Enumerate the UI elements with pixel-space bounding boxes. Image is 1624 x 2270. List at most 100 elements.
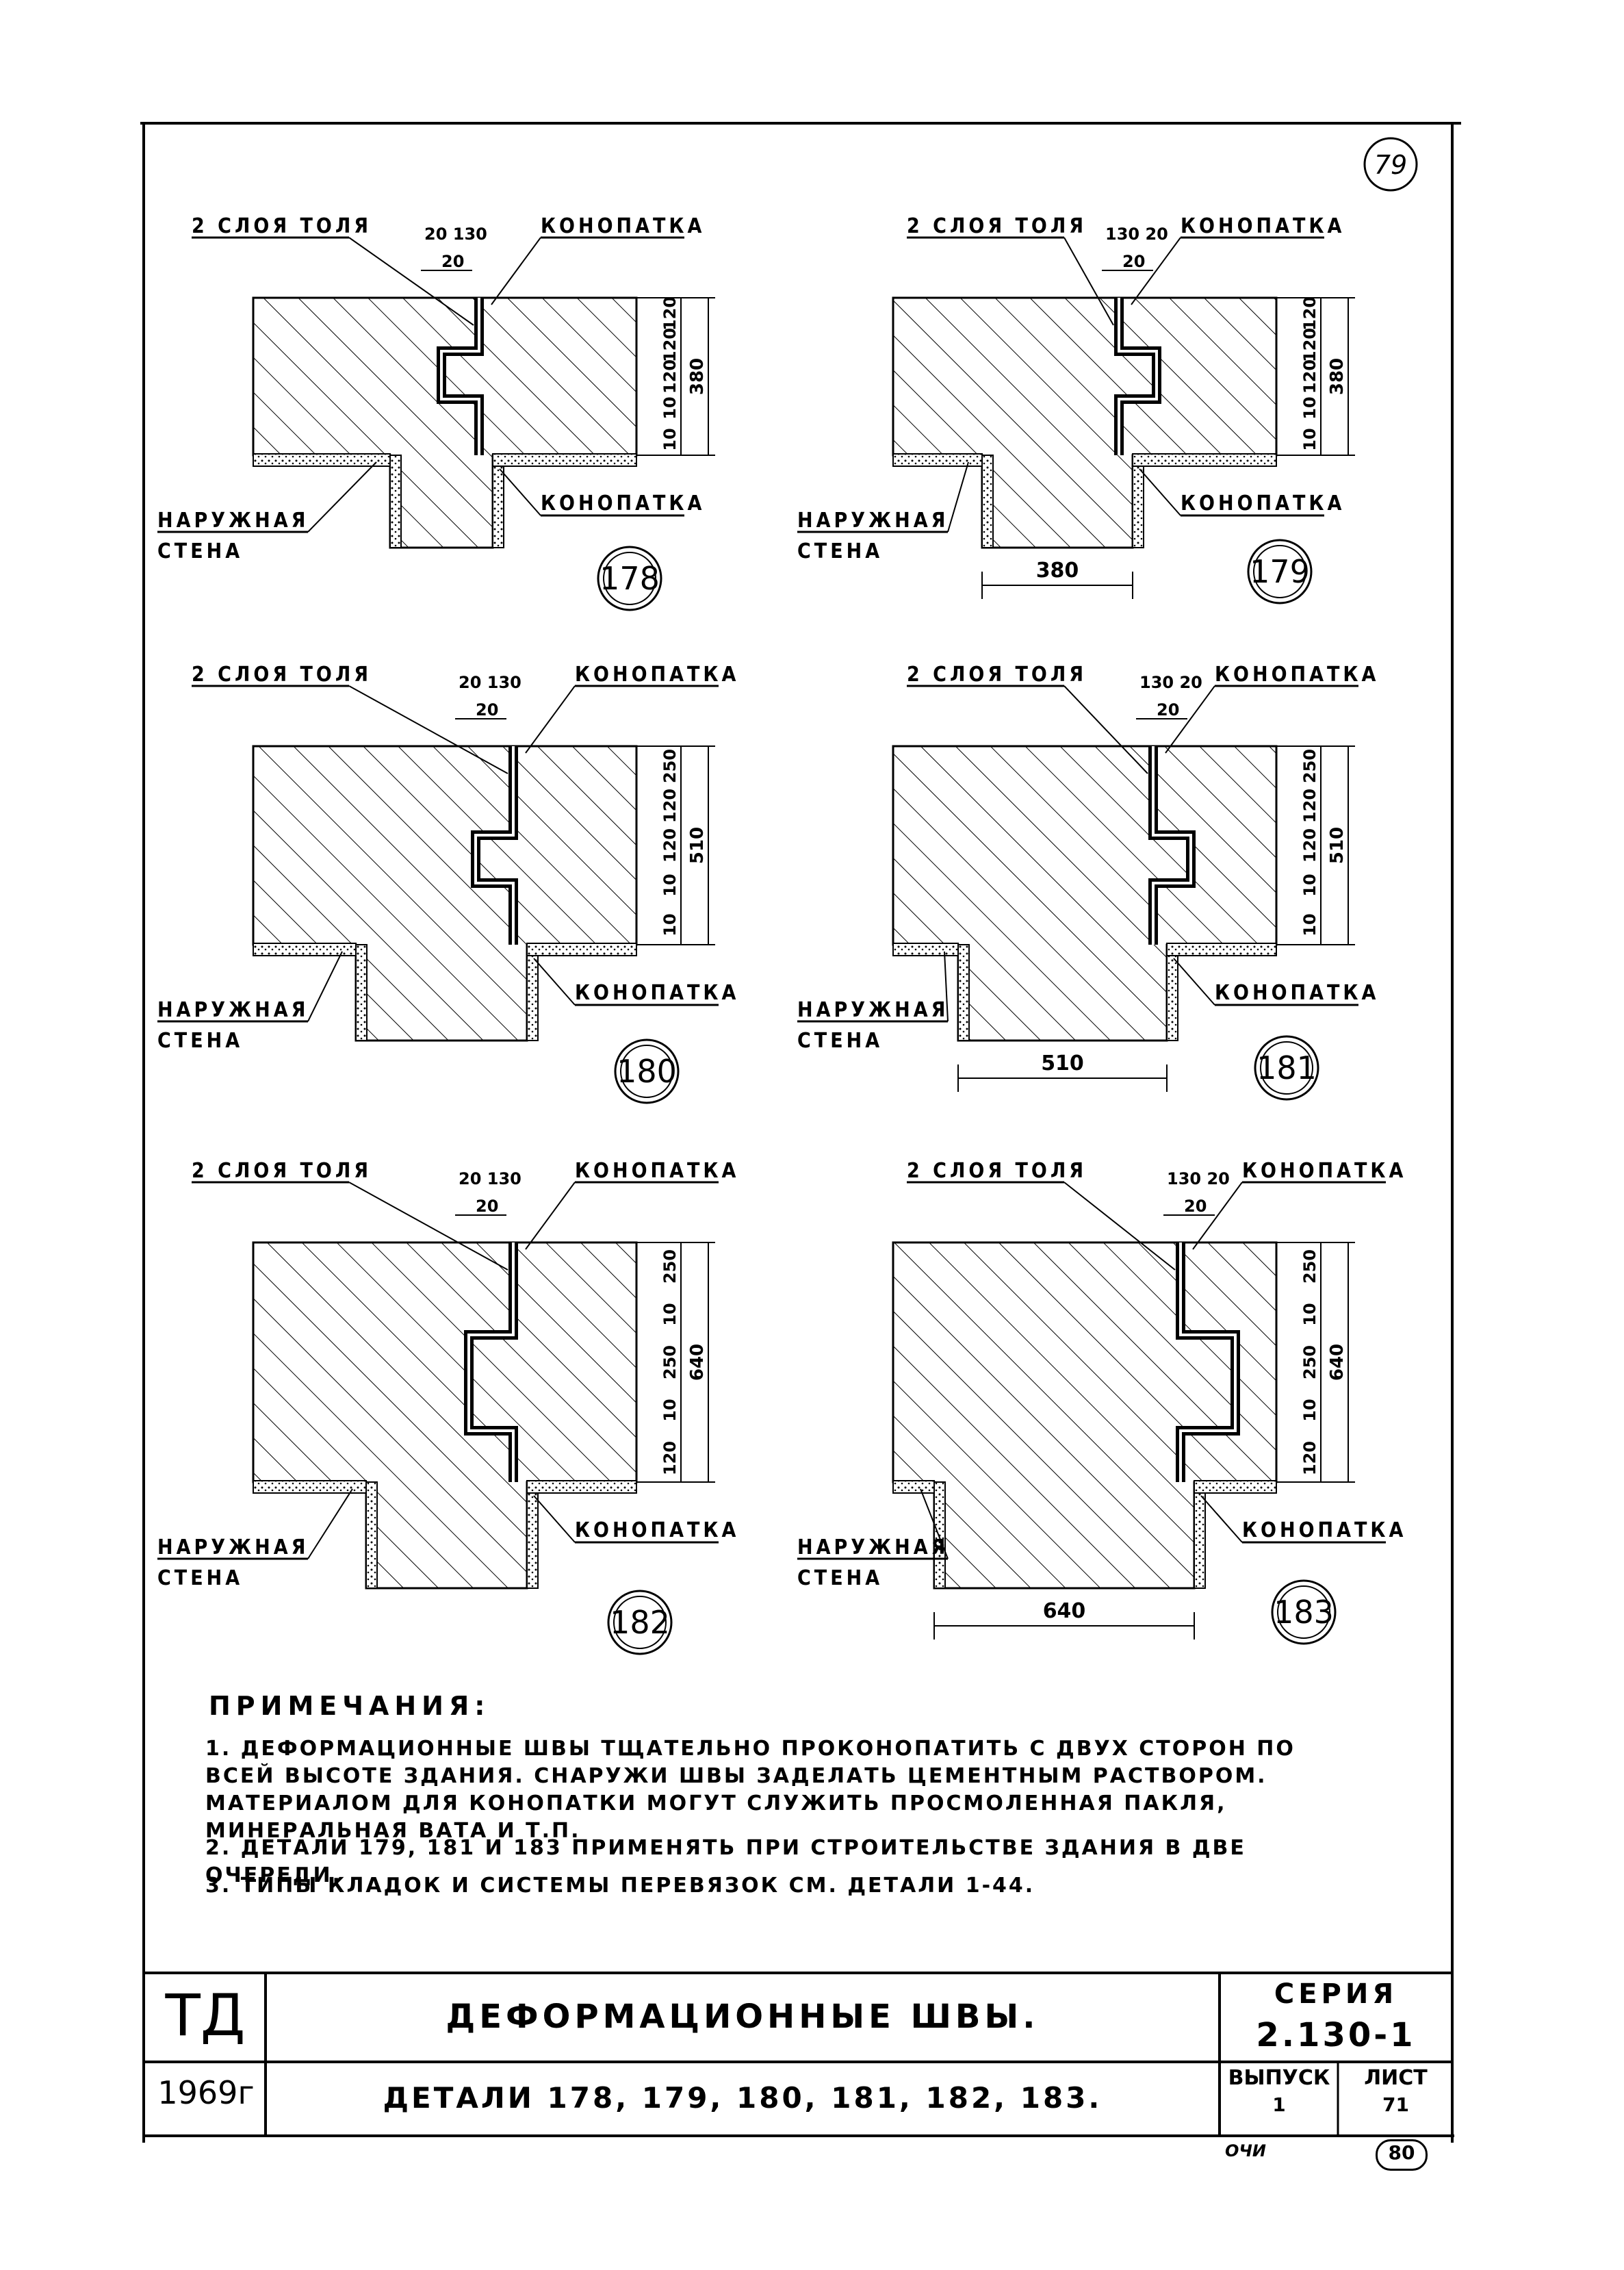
label-tolya: 2 СЛОЯ ТОЛЯ — [192, 663, 372, 687]
plaster-strip — [389, 455, 402, 548]
leader-line — [1165, 685, 1215, 754]
detail-number-badge — [607, 1590, 673, 1655]
leader-line — [1200, 1495, 1243, 1543]
leader-line — [1064, 685, 1148, 774]
plaster-strip — [1132, 453, 1277, 467]
leader-line — [1173, 958, 1215, 1006]
dim-side: 120 — [660, 328, 680, 362]
dim-side: 250 — [660, 1345, 680, 1379]
label-konopatka-bottom: КОНОПАТКА — [541, 492, 705, 515]
label-stena: СТЕНА — [157, 1566, 243, 1590]
plaster-strip — [355, 944, 368, 1041]
plaster-strip — [981, 455, 994, 548]
joint-felt-gap — [467, 1242, 515, 1482]
leader-line — [1064, 1182, 1176, 1271]
leader-line — [1131, 237, 1181, 305]
dim-top: 20 — [1184, 1197, 1207, 1216]
issue-value: 1 — [1272, 2093, 1286, 2116]
issue-label: ВЫПУСК — [1228, 2066, 1330, 2090]
leader-line — [348, 1182, 508, 1271]
label-konopatka-bottom: КОНОПАТКА — [575, 1518, 739, 1542]
dim-top: 130 20 — [1167, 1169, 1230, 1188]
label-konopatka-top: КОНОПАТКА — [1215, 663, 1379, 687]
dim-side: 120 — [1300, 828, 1319, 863]
dim-total: 510 — [1327, 827, 1348, 864]
plaster-strip — [892, 1480, 935, 1494]
dim-top: 20 — [1122, 252, 1145, 271]
detail-number: 179 — [1250, 553, 1310, 590]
dim-side: 120 — [1300, 328, 1319, 362]
plaster-strip — [492, 453, 637, 467]
label-konopatka-bottom: КОНОПАТКА — [1181, 492, 1345, 515]
detail-number: 180 — [617, 1053, 677, 1090]
dim-total: 640 — [687, 1344, 708, 1381]
label-stena: СТЕНА — [157, 1029, 243, 1053]
details-group: 2 СЛОЯ ТОЛЯ КОНОПАТКА КОНОПАТКА НАРУЖНАЯ СТЕ… — [157, 214, 1406, 1655]
dim-side: 10 — [660, 396, 680, 419]
label-naruzhnaya: НАРУЖНАЯ — [797, 1535, 949, 1559]
detail-number: 181 — [1256, 1049, 1317, 1086]
plaster-strip — [365, 1481, 378, 1589]
leader-line — [947, 461, 969, 533]
label-stena: СТЕНА — [797, 539, 883, 563]
dim-side: 10 — [660, 1303, 680, 1325]
dim-side: 120 — [1300, 789, 1319, 823]
year: 1969г — [157, 2074, 255, 2111]
plaster-strip — [892, 453, 983, 467]
plaster-strip — [1132, 455, 1144, 548]
leader-line — [1064, 237, 1114, 326]
page-number-badge: 79 — [1363, 137, 1418, 192]
detail-number-badge — [1247, 539, 1313, 604]
plaster-strip — [253, 1480, 367, 1494]
plaster-strip — [1194, 1480, 1277, 1494]
leader-line — [533, 1495, 576, 1543]
dim-bottom: 640 — [1043, 1599, 1086, 1623]
label-naruzhnaya: НАРУЖНАЯ — [157, 998, 309, 1022]
dim-side: 120 — [1300, 359, 1319, 394]
dim-total: 380 — [687, 358, 708, 395]
label-naruzhnaya: НАРУЖНАЯ — [797, 509, 949, 533]
plaster-strip — [526, 1480, 637, 1494]
dim-top: 20 130 — [424, 225, 487, 244]
leader-line — [1192, 1182, 1243, 1250]
dim-side: 250 — [1300, 749, 1319, 783]
note-1: 1. ДЕФОРМАЦИОННЫЕ ШВЫ ТЩАТЕЛЬНО ПРОКОНОП… — [205, 1737, 1296, 1843]
label-konopatka-bottom: КОНОПАТКА — [1242, 1518, 1406, 1542]
sheet-title: ДЕФОРМАЦИОННЫЕ ШВЫ. — [446, 1998, 1040, 2036]
dim-top: 20 — [476, 700, 498, 719]
label-naruzhnaya: НАРУЖНАЯ — [797, 998, 949, 1022]
dim-side: 10 — [660, 913, 680, 936]
dim-side: 120 — [1300, 296, 1319, 331]
dim-top: 130 20 — [1139, 673, 1202, 692]
plaster-strip — [1166, 943, 1277, 956]
dim-side: 120 — [660, 789, 680, 823]
plaster-strip — [933, 1481, 946, 1589]
leader-line — [920, 1488, 949, 1559]
label-tolya: 2 СЛОЯ ТОЛЯ — [192, 214, 372, 238]
label-konopatka-top: КОНОПАТКА — [1242, 1159, 1406, 1183]
dim-side: 10 — [660, 428, 680, 450]
label-stena: СТЕНА — [157, 539, 243, 563]
plaster-strip — [526, 944, 539, 1041]
dim-top: 20 130 — [459, 1169, 521, 1188]
joint-felt-gap — [440, 298, 480, 455]
leader-line — [1139, 468, 1181, 516]
dim-side: 120 — [660, 1441, 680, 1475]
label-tolya: 2 СЛОЯ ТОЛЯ — [907, 663, 1087, 687]
plaster-strip — [526, 943, 637, 956]
dim-side: 10 — [660, 1399, 680, 1421]
dim-side: 10 — [1300, 1399, 1319, 1421]
dim-top: 20 — [476, 1197, 498, 1216]
label-tolya: 2 СЛОЯ ТОЛЯ — [192, 1159, 372, 1183]
label-naruzhnaya: НАРУЖНАЯ — [157, 509, 309, 533]
dim-side: 10 — [1300, 396, 1319, 419]
leader-line — [348, 685, 508, 774]
dim-side: 120 — [660, 296, 680, 331]
dim-side: 250 — [660, 749, 680, 783]
detail-number: 183 — [1274, 1594, 1334, 1631]
leader-line — [499, 468, 541, 516]
title-block — [144, 1972, 1452, 2136]
leader-line — [525, 685, 576, 754]
